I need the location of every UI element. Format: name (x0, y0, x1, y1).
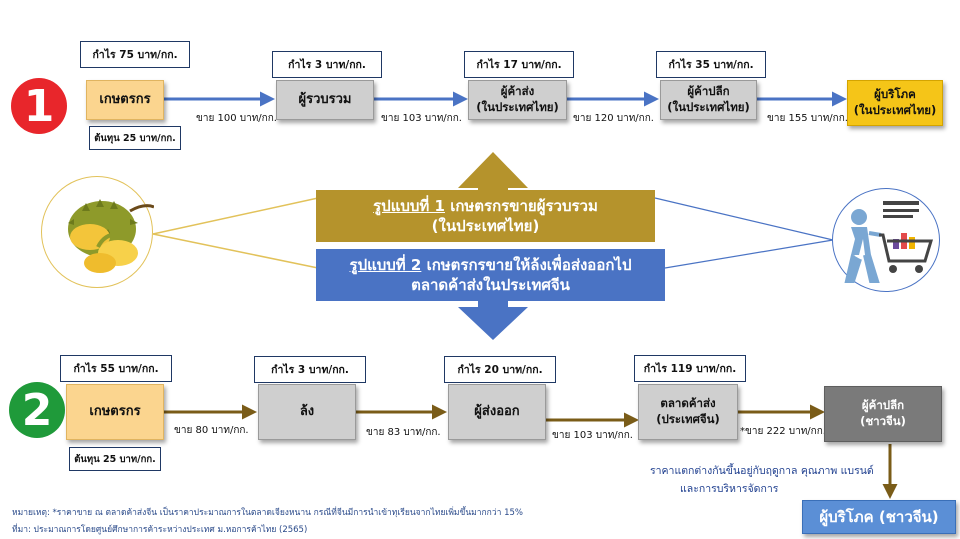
exporter-node: ผู้ส่งออก (448, 384, 546, 440)
farmer-node-2: เกษตรกร (66, 384, 164, 440)
durian-illustration (41, 176, 155, 288)
sell-label-2-3: ขาย 103 บาท/กก. (552, 430, 633, 441)
profit-collector-1: กำไร 3 บาท/กก. (272, 51, 382, 78)
big-down-arrow (458, 298, 528, 340)
shopping-cart-icon (844, 201, 934, 283)
china-market-node: ตลาดค้าส่ง (ประเทศจีน) (638, 384, 738, 440)
band-2-title: เกษตรกรขายให้ล้งเพื่อส่งออกไป (421, 255, 632, 274)
model-2-badge: 2 (9, 382, 65, 438)
consumer-node-cn: ผู้บริโภค (ชาวจีน) (802, 500, 956, 534)
price-note-line-2: และการบริหารจัดการ (680, 483, 779, 495)
profit-market-2: กำไร 119 บาท/กก. (634, 355, 746, 382)
wholesaler-node-th: ผู้ค้าส่ง (ในประเทศไทย) (468, 80, 567, 120)
farmer-node-1: เกษตรกร (86, 80, 164, 120)
durian-icon (68, 199, 155, 273)
retailer-node-cn: ผู้ค้าปลีก (ชาวจีน) (824, 386, 942, 442)
retailer-node-th: ผู้ค้าปลีก (ในประเทศไทย) (660, 80, 757, 120)
sell-label-1-2: ขาย 103 บาท/กก. (381, 113, 462, 124)
collector-node: ผู้รวบรวม (276, 80, 374, 120)
price-note-line-1: ราคาแตกต่างกันขึ้นอยู่กับฤดูกาล คุณภาพ แ… (650, 465, 874, 477)
sell-label-2-2: ขาย 83 บาท/กก. (366, 427, 441, 438)
profit-farmer-1: กำไร 75 บาท/กก. (80, 41, 190, 68)
profit-wholesaler-1: กำไร 17 บาท/กก. (464, 51, 574, 78)
sell-label-1-4: ขาย 155 บาท/กก. (767, 113, 848, 124)
sell-label-2-4: *ขาย 222 บาท/กก. (740, 426, 826, 437)
profit-packer-2: กำไร 3 บาท/กก. (254, 356, 366, 383)
band-1-title: เกษตรกรขายผู้รวบรวม (444, 196, 598, 215)
profit-farmer-2: กำไร 55 บาท/กก. (60, 355, 172, 382)
footnote-source: ที่มา: ประมาณการโดยศูนย์ศึกษาการค้าระหว่… (12, 525, 308, 535)
band-2-subtitle: ตลาดค้าส่งในประเทศจีน (411, 276, 570, 294)
profit-exporter-2: กำไร 20 บาท/กก. (444, 356, 556, 383)
profit-retailer-1: กำไร 35 บาท/กก. (656, 51, 766, 78)
big-up-arrow (458, 152, 528, 198)
band-2-prefix: รูปแบบที่ 2 (349, 255, 422, 274)
band-1-prefix: รูปแบบที่ 1 (373, 196, 445, 215)
footnote-note: หมายเหตุ: *ราคาขาย ณ ตลาดค้าส่งจีน เป็นร… (12, 508, 523, 518)
sell-label-1-3: ขาย 120 บาท/กก. (573, 113, 654, 124)
model-1-band: รูปแบบที่ 1 เกษตรกรขายผู้รวบรวม (ในประเทศ… (316, 190, 655, 242)
shopper-illustration (832, 188, 940, 292)
consumer-node-th: ผู้บริโภค (ในประเทศไทย) (847, 80, 943, 126)
cost-farmer-2: ต้นทุน 25 บาท/กก. (69, 447, 161, 471)
sell-label-2-1: ขาย 80 บาท/กก. (174, 425, 249, 436)
packer-node: ล้ง (258, 384, 356, 440)
sell-label-1-1: ขาย 100 บาท/กก. (196, 113, 277, 124)
model-2-band: รูปแบบที่ 2 เกษตรกรขายให้ล้งเพื่อส่งออกไ… (316, 249, 665, 301)
cost-farmer-1: ต้นทุน 25 บาท/กก. (89, 126, 181, 150)
band-1-subtitle: (ในประเทศไทย) (431, 217, 540, 235)
model-1-badge: 1 (11, 78, 67, 134)
